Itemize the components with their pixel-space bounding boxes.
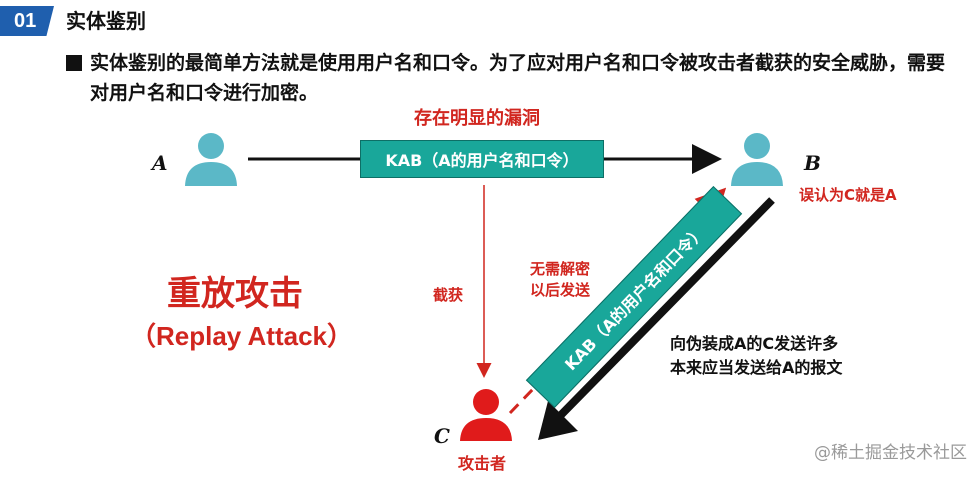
bullet-square-icon [66,55,82,71]
section-title: 实体鉴别 [66,9,146,33]
forge-label-line2: 本来应当发送给A的报文 [670,358,843,377]
intro-paragraph: 实体鉴别的最简单方法就是使用用户名和口令。为了应对用户名和口令被攻击者截获的安全… [90,52,946,104]
person-c-attacker-icon [460,389,512,441]
forge-arrow-shaft [553,197,775,423]
watermark: @稀土掘金技术社区 [814,443,967,463]
intercept-label: 截获 [433,286,464,304]
attacker-label: 攻击者 [458,454,507,473]
person-b-icon [731,133,783,186]
no-decrypt-line1: 无需解密 [530,260,591,278]
replay-attack-title: 重放攻击 [167,274,303,314]
node-a-label: A [152,151,168,175]
node-c-label: C [434,424,450,448]
forge-label-line1: 向伪装成A的C发送许多 [670,334,839,353]
encrypted-message-text: KAB（A的用户名和口令） [385,151,579,170]
no-decrypt-line2: 以后发送 [530,281,591,299]
person-a-icon [185,133,237,186]
node-b-label: B [804,151,821,175]
replay-attack-subtitle: （Replay Attack） [130,321,353,351]
misidentify-label: 误认为C就是A [799,186,897,204]
flaw-label: 存在明显的漏洞 [414,108,540,129]
section-number-badge: 01 [0,6,54,36]
encrypted-message-box: KAB（A的用户名和口令） [360,140,604,178]
forge-arrow-head [538,401,578,440]
